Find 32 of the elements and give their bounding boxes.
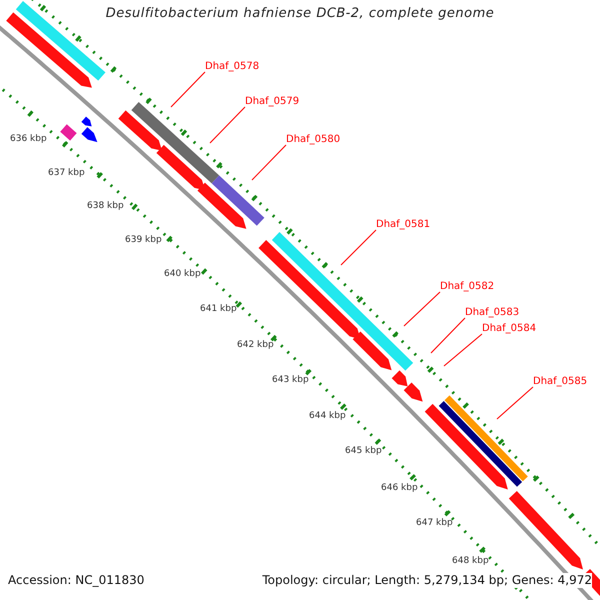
leader-line [496,386,534,420]
tick-label: 646 kbp [381,483,418,494]
genome-info-text: Topology: circular; Length: 5,279,134 bp; Genes: 4,972 [262,573,592,588]
tick-label: 636 kbp [10,134,47,145]
gene-label: Dhaf_0582 [440,281,494,293]
tick-label: 637 kbp [48,168,85,179]
tick-label: 647 kbp [416,518,453,529]
tick-label: 640 kbp [164,269,201,280]
tick-label: 644 kbp [309,411,346,422]
tick-label: 641 kbp [200,304,237,315]
leader-line [430,318,466,354]
tick-label: 645 kbp [345,446,382,457]
gene-label: Dhaf_0585 [533,376,588,388]
gene-label: Dhaf_0579 [245,96,300,108]
gene-label: Dhaf_0578 [205,61,260,73]
gene-label: Dhaf_0580 [286,134,340,146]
tick-label: 643 kbp [272,375,309,386]
accession-text: Accession: NC_011830 [8,573,144,588]
tick-label: 639 kbp [125,235,162,246]
leader-line [252,144,286,180]
leader-line [404,292,440,326]
title: Desulfitobacterium hafniense DCB-2, complete genome [104,5,496,23]
gene-label: Dhaf_0583 [465,307,520,319]
tick-label: 638 kbp [87,201,124,212]
leader-line [444,334,482,366]
leader-line [340,230,376,266]
tick-label: 648 kbp [452,556,489,567]
leader-line [170,72,206,108]
gene-label: Dhaf_0581 [376,219,430,231]
leader-line [210,106,246,144]
gene-label: Dhaf_0584 [482,323,536,335]
tick-label: 642 kbp [237,340,274,351]
